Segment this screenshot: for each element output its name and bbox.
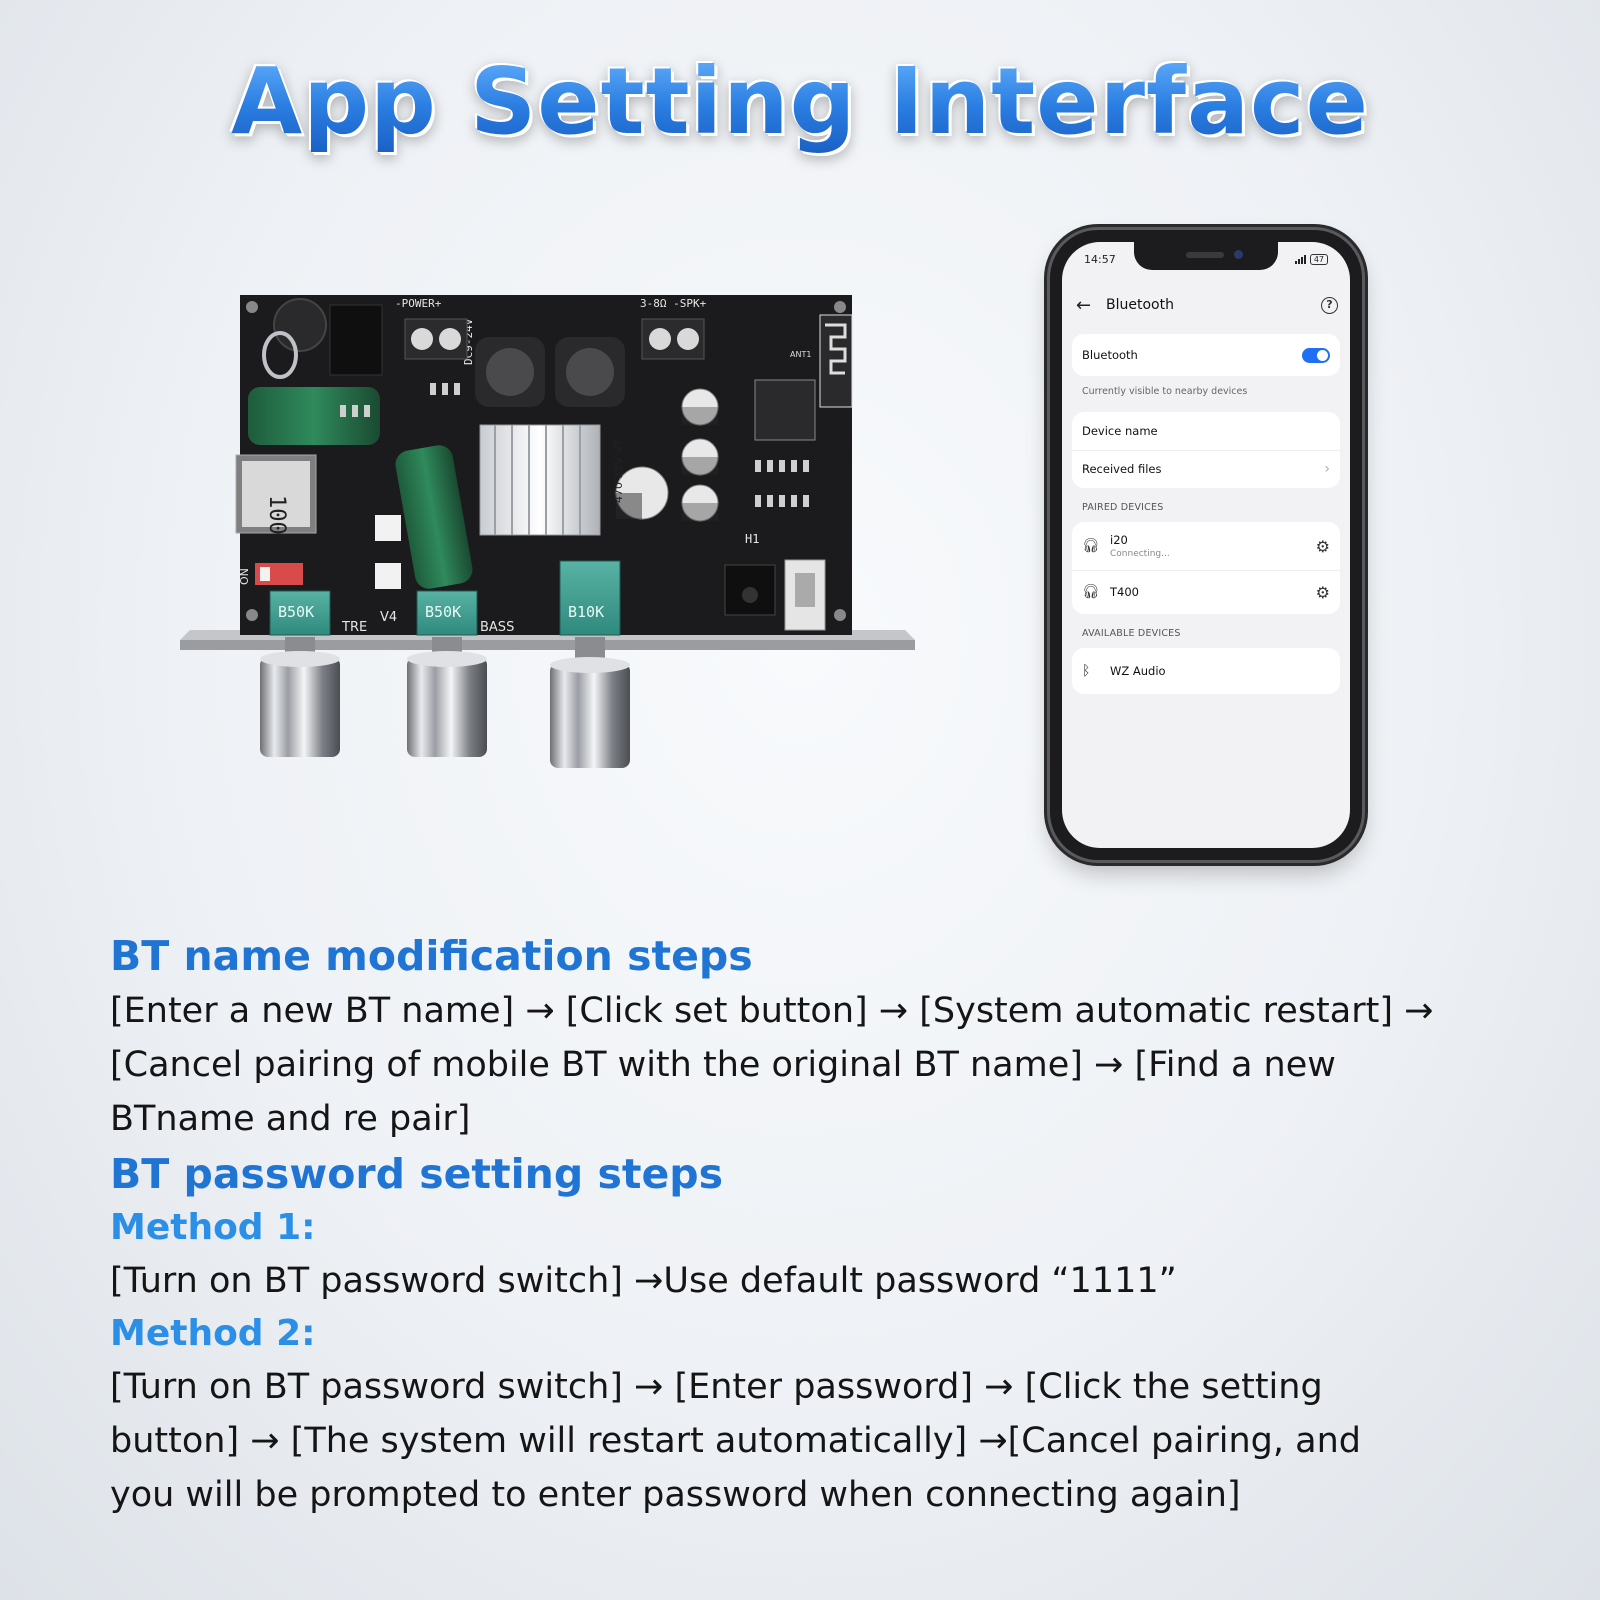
bluetooth-toggle-row[interactable]: Bluetooth: [1072, 334, 1340, 376]
available-device-row[interactable]: ᛒ WZ Audio: [1072, 648, 1340, 694]
gear-icon[interactable]: ⚙: [1315, 582, 1330, 602]
available-devices-header: AVAILABLE DEVICES: [1082, 628, 1181, 639]
device-settings-card: Device name Received files ›: [1072, 412, 1340, 488]
received-files-row[interactable]: Received files ›: [1072, 450, 1340, 487]
back-arrow-icon[interactable]: ←: [1076, 294, 1092, 316]
tre-label: TRE: [341, 620, 367, 635]
headphones-icon: 🎧︎: [1082, 538, 1100, 554]
bluetooth-toggle-card: Bluetooth: [1072, 334, 1340, 376]
inductor-label: 100: [264, 495, 289, 535]
method-1-text: [Turn on BT password switch] →Use defaul…: [110, 1261, 1177, 1301]
device-name-row[interactable]: Device name: [1072, 412, 1340, 450]
visible-caption: Currently visible to nearby devices: [1082, 386, 1248, 397]
battery-icon: 47: [1309, 254, 1328, 265]
knob-label-bass: B10K: [568, 603, 604, 621]
ant-label: ANT1: [790, 350, 811, 359]
bluetooth-toggle[interactable]: [1302, 347, 1330, 363]
help-icon[interactable]: ?: [1321, 296, 1338, 314]
method-1-label: Method 1:: [110, 1207, 316, 1248]
device-status: Connecting...: [1110, 549, 1170, 559]
paired-devices-header: PAIRED DEVICES: [1082, 502, 1164, 513]
power-label: -POWER+: [395, 297, 442, 310]
paired-device-row[interactable]: 🎧︎ T400 ⚙: [1072, 570, 1340, 613]
status-icons: 47: [1294, 254, 1328, 265]
mid-knob[interactable]: [407, 637, 487, 757]
method-2-label: Method 2:: [110, 1313, 316, 1354]
treble-knob[interactable]: [260, 637, 340, 757]
status-time: 14:57: [1084, 253, 1116, 266]
headphones-icon: 🎧︎: [1082, 584, 1100, 600]
method-2-line: button] → [The system will restart autom…: [110, 1421, 1361, 1461]
gear-icon[interactable]: ⚙: [1315, 536, 1330, 556]
bt-name-step-line: [Cancel pairing of mobile BT with the or…: [110, 1045, 1336, 1085]
phone-frame: 14:57 47 ← Bluetooth ? Bluetooth Current…: [1050, 230, 1362, 860]
chevron-right-icon: ›: [1324, 461, 1330, 477]
bass-label: BASS: [480, 620, 514, 635]
bass-knob[interactable]: [550, 637, 630, 768]
page-title: App Setting Interface: [0, 48, 1600, 155]
spk-label: 3-8Ω -SPK+: [640, 297, 707, 310]
v4-label: V4: [380, 610, 397, 625]
amplifier-board-image: -POWER+ 3-8Ω -SPK+ DC9-24V 100: [180, 295, 915, 795]
paired-device-row[interactable]: 🎧︎ i20 Connecting... ⚙: [1072, 522, 1340, 570]
h1-label: H1: [745, 532, 759, 546]
method-2-line: you will be prompted to enter password w…: [110, 1475, 1241, 1515]
bt-name-heading: BT name modification steps: [110, 932, 753, 980]
notch: [1134, 242, 1278, 270]
header-title: Bluetooth: [1106, 297, 1174, 313]
instructions: BT name modification steps [Enter a new …: [110, 928, 1550, 1522]
knob-label-mid: B50K: [425, 603, 461, 621]
on-label: ON: [238, 568, 251, 585]
method-2-line: [Turn on BT password switch] → [Enter pa…: [110, 1367, 1323, 1407]
bt-name-step-line: [Enter a new BT name] → [Click set butto…: [110, 991, 1434, 1031]
bluetooth-label: Bluetooth: [1082, 348, 1138, 362]
signal-icon: [1294, 255, 1306, 264]
device-name: i20: [1110, 533, 1128, 547]
device-name: T400: [1110, 585, 1139, 599]
cap-label: 470 35V VT: [612, 439, 625, 503]
paired-devices-card: 🎧︎ i20 Connecting... ⚙ 🎧︎ T400 ⚙: [1072, 522, 1340, 614]
phone-screen: 14:57 47 ← Bluetooth ? Bluetooth Current…: [1062, 242, 1350, 848]
bluetooth-icon: ᛒ: [1082, 663, 1091, 679]
device-name: WZ Audio: [1110, 664, 1166, 678]
bt-name-step-line: BTname and re pair]: [110, 1099, 471, 1139]
top-bar: ← Bluetooth ?: [1076, 292, 1338, 318]
available-devices-card: ᛒ WZ Audio: [1072, 648, 1340, 694]
knob-label-treble: B50K: [278, 603, 314, 621]
received-files-label: Received files: [1082, 462, 1162, 476]
bt-password-heading: BT password setting steps: [110, 1150, 724, 1198]
device-name-label: Device name: [1082, 424, 1158, 438]
